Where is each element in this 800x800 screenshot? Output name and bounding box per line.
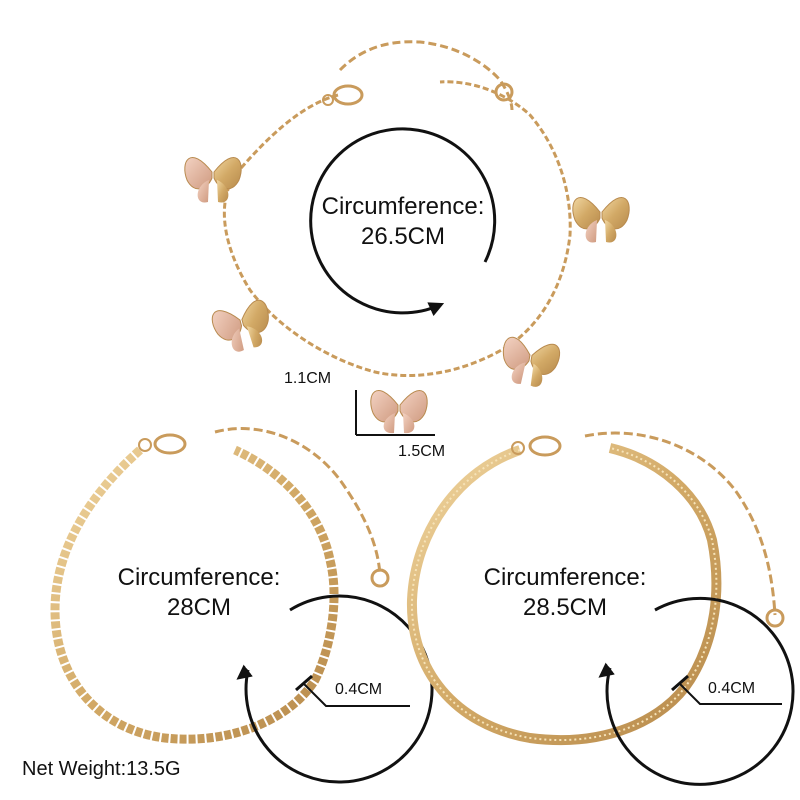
butterfly-charm-icon	[572, 197, 630, 243]
width-leader-line	[679, 683, 782, 705]
left-width-label: 0.4CM	[335, 681, 383, 698]
circumference-value: 28.5CM	[522, 594, 608, 621]
circumference-value: 28CM	[166, 594, 232, 621]
butterfly-anklet	[184, 40, 630, 436]
net-weight-label: Net Weight:13.5G	[22, 758, 181, 780]
butterfly-charm-icon	[502, 336, 561, 387]
extender-chain	[584, 431, 777, 616]
circumference-caption: Circumference:	[483, 564, 647, 591]
circumference-caption: Circumference:	[117, 564, 281, 591]
curb-chain	[50, 445, 339, 744]
circumference-caption: Circumference:	[321, 193, 485, 220]
lobster-clasp	[153, 433, 187, 455]
charm-height-label: 1.1CM	[284, 370, 332, 387]
lobster-clasp	[528, 435, 562, 457]
butterfly-charm-icon	[370, 390, 428, 434]
width-tick	[295, 674, 313, 692]
right-width-label: 0.4CM	[708, 680, 756, 697]
snake-chain	[406, 443, 722, 746]
width-leader-line	[303, 683, 410, 707]
extender-chain	[214, 427, 382, 576]
circumference-value: 26.5CM	[360, 223, 446, 250]
circumference-arrow-icon	[244, 594, 434, 784]
snake-chain-anklet	[406, 431, 795, 786]
left-circumference-label: Circumference: 28CM	[104, 563, 294, 623]
lobster-clasp	[332, 84, 364, 106]
extender-chain	[338, 40, 514, 111]
right-circumference-label: Circumference: 28.5CM	[470, 563, 660, 623]
top-circumference-label: Circumference: 26.5CM	[308, 192, 498, 252]
curb-chain-anklet	[50, 427, 434, 784]
circumference-arrow-icon	[309, 127, 497, 317]
butterfly-charm-icon	[184, 157, 242, 203]
circumference-arrow-icon	[605, 596, 795, 786]
charm-width-label: 1.5CM	[398, 443, 446, 460]
width-tick	[671, 674, 689, 692]
butterfly-charm-icon	[211, 299, 269, 352]
